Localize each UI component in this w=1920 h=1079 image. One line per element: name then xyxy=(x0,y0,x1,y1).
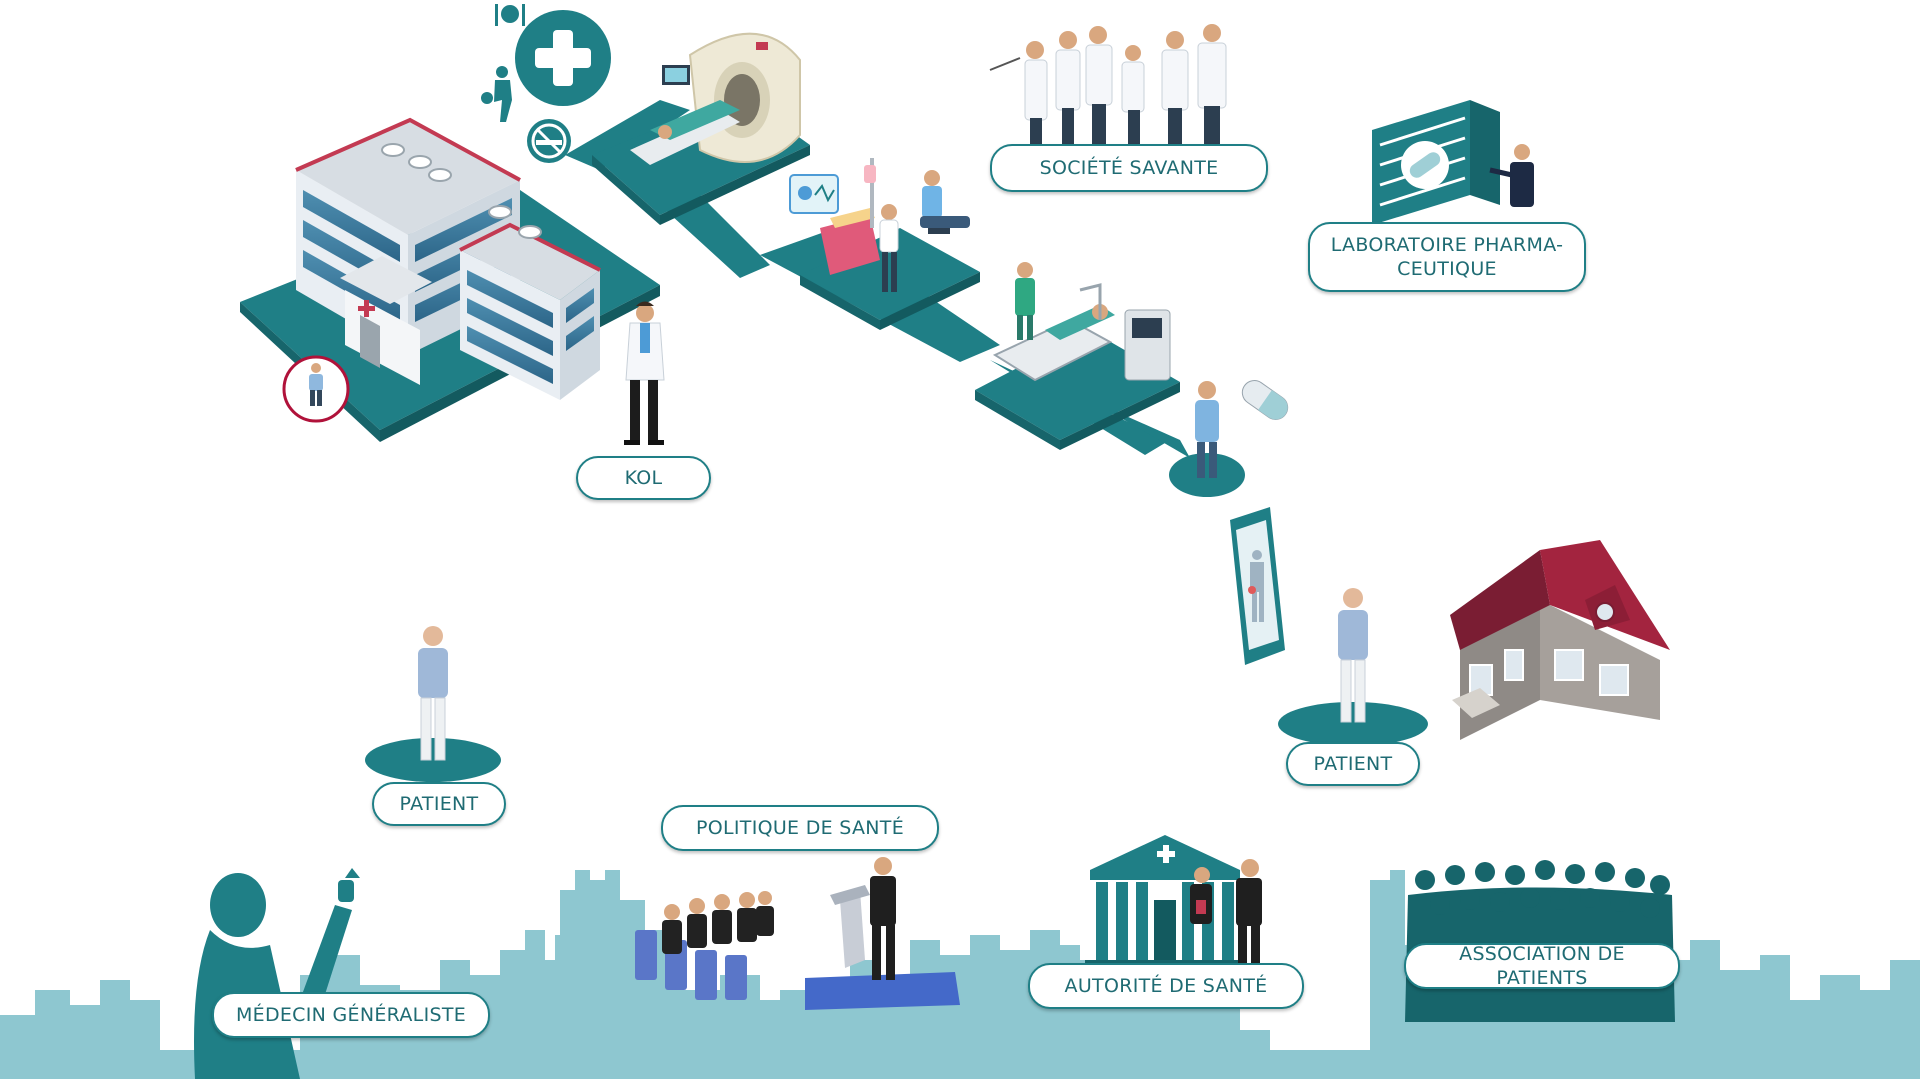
fork-knife-icon xyxy=(495,4,525,26)
pill-icon xyxy=(1241,380,1289,420)
hospital-building-icon xyxy=(240,117,660,442)
label-patient-left: PATIENT xyxy=(372,782,506,826)
label-text: AUTORITÉ DE SANTÉ xyxy=(1064,975,1268,997)
mri-scanner-icon xyxy=(592,32,810,225)
patient-left-icon xyxy=(365,626,501,782)
patient-circle-icon xyxy=(282,355,350,423)
label-text: ASSOCIATION DE PATIENTS xyxy=(1459,943,1625,989)
podium-icon xyxy=(805,857,960,1010)
crowd-icon xyxy=(1405,860,1675,1022)
house-icon xyxy=(1450,540,1670,740)
patient-standing-icon xyxy=(1169,381,1245,497)
label-patient-right: PATIENT xyxy=(1286,742,1420,786)
label-text: SOCIÉTÉ SAVANTE xyxy=(1039,157,1219,179)
label-association-de-patients: ASSOCIATION DE PATIENTS xyxy=(1404,943,1680,989)
label-autorite-de-sante: AUTORITÉ DE SANTÉ xyxy=(1028,963,1304,1009)
label-text: KOL xyxy=(624,467,663,489)
label-text: PATIENT xyxy=(399,793,479,815)
kol-doctor-icon xyxy=(624,301,665,445)
label-kol: KOL xyxy=(576,456,711,500)
medical-cross-icon xyxy=(515,10,611,106)
no-smoking-icon xyxy=(527,119,571,163)
doctors-group-icon xyxy=(989,24,1227,144)
smartphone-icon xyxy=(1230,507,1285,665)
patient-right-icon xyxy=(1278,588,1428,746)
doctor-silhouette-icon xyxy=(194,868,360,1079)
label-laboratoire-pharmaceutique: LABORATOIRE PHARMA- CEUTIQUE xyxy=(1308,222,1586,292)
label-politique-de-sante: POLITIQUE DE SANTÉ xyxy=(661,805,939,851)
label-text-line2: CEUTIQUE xyxy=(1397,258,1497,280)
label-text: POLITIQUE DE SANTÉ xyxy=(695,817,905,839)
label-text: PATIENT xyxy=(1313,753,1393,775)
label-societe-savante: SOCIÉTÉ SAVANTE xyxy=(990,144,1268,192)
audience-icon xyxy=(635,891,774,1000)
label-medecin-generaliste: MÉDECIN GÉNÉRALISTE xyxy=(212,992,490,1038)
label-text-line1: LABORATOIRE PHARMA- xyxy=(1330,234,1564,256)
football-player-icon xyxy=(481,66,512,122)
medical-station-icon xyxy=(789,158,980,330)
government-building-icon xyxy=(1085,835,1262,968)
label-text: MÉDECIN GÉNÉRALISTE xyxy=(235,1004,467,1026)
hospital-bed-icon xyxy=(975,262,1180,450)
pharma-lab-icon xyxy=(1372,100,1534,225)
